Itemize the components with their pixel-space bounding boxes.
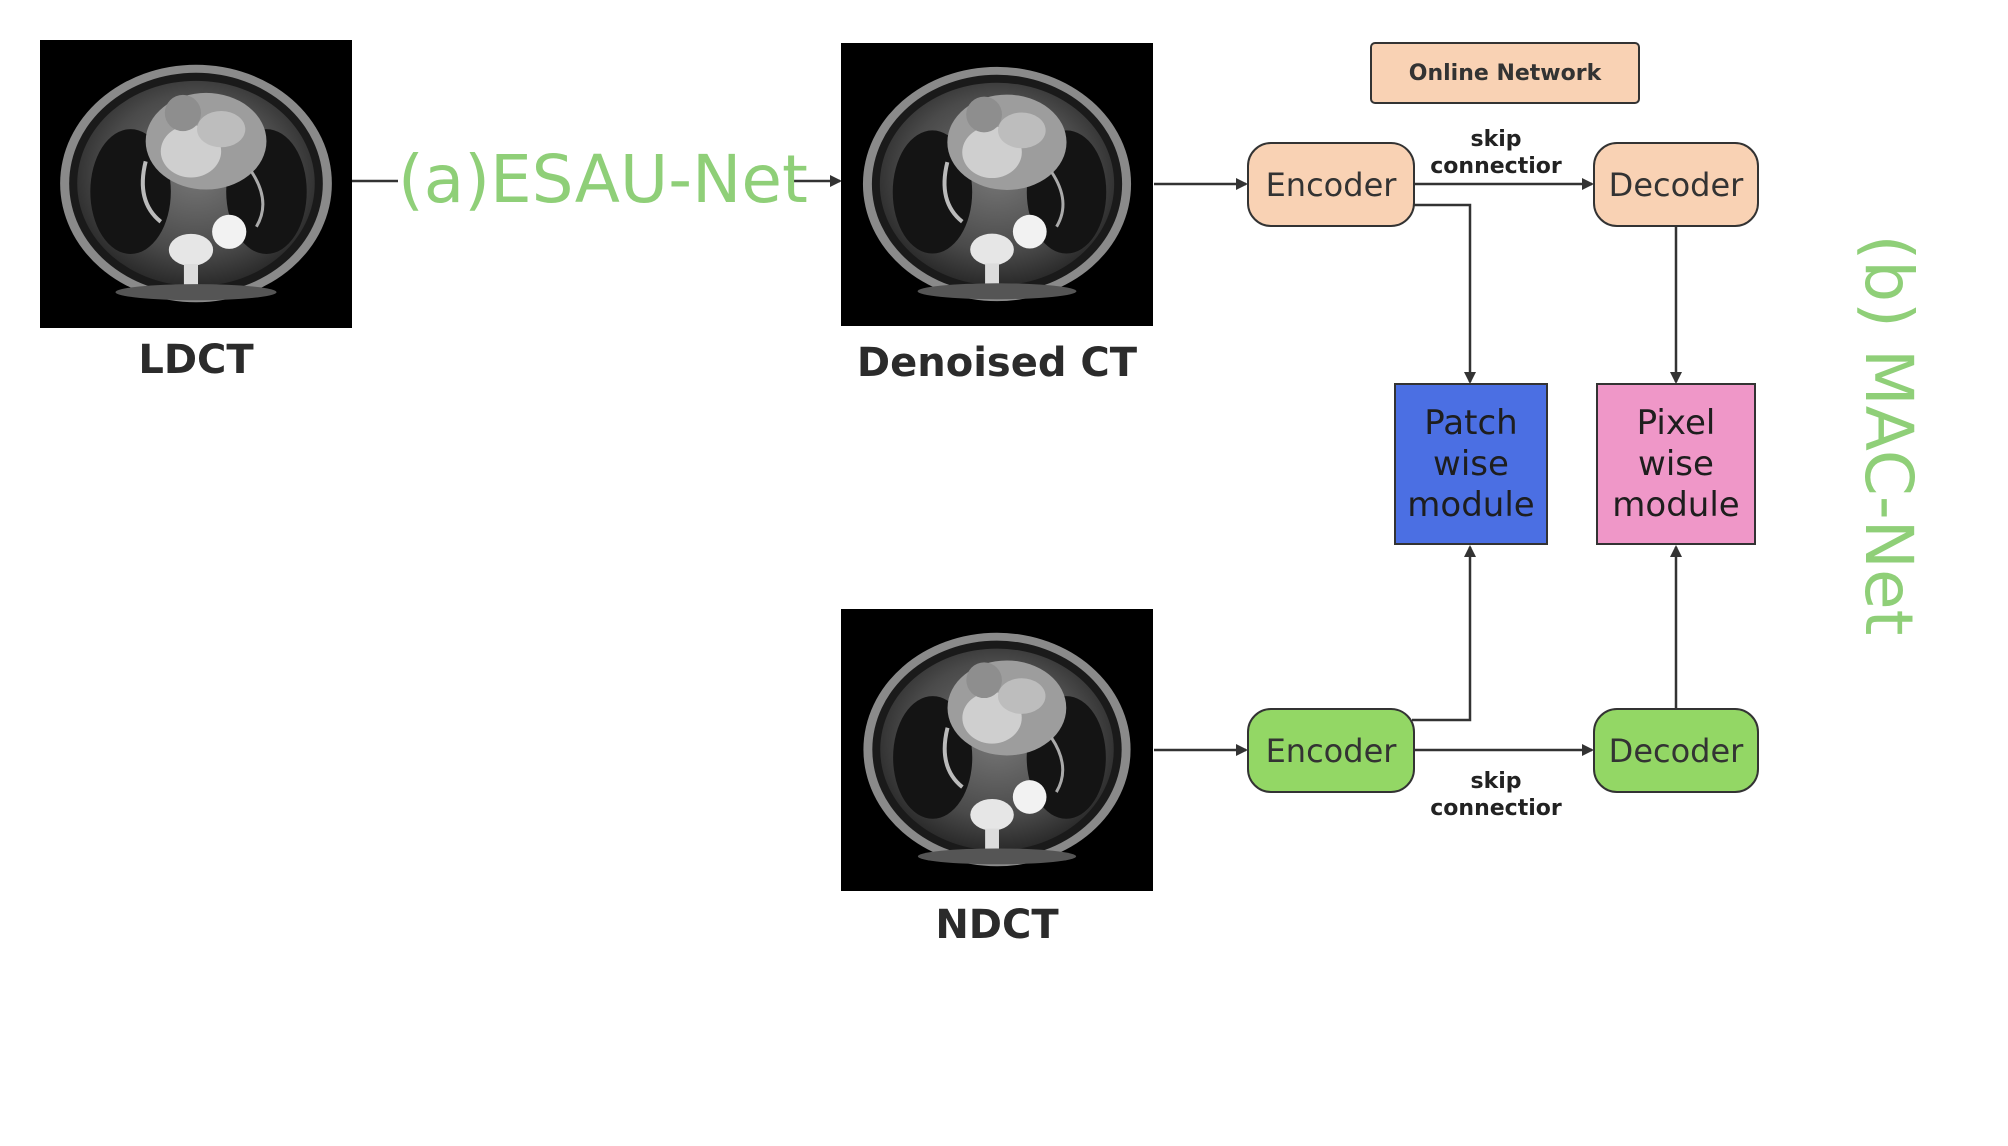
target-decoder: Decoder	[1593, 708, 1759, 793]
ldct-image	[40, 40, 352, 328]
cardiac-ct-slice-icon	[863, 632, 1131, 867]
pixel-line1: Pixel	[1636, 402, 1716, 443]
mac-net-label: (b) MAC-Net	[1850, 234, 1927, 636]
denoised-ct-image	[841, 43, 1153, 326]
pixel-line2: wise	[1638, 443, 1714, 484]
online-skip-connection-label: skip connectior	[1415, 126, 1577, 180]
online-skip-line1: skip	[1470, 127, 1522, 152]
ldct-caption: LDCT	[138, 337, 254, 383]
patch-line1: Patch	[1424, 402, 1518, 443]
target-skip-line1: skip	[1470, 769, 1522, 794]
arrow-online-encoder-to-patch	[1412, 203, 1476, 384]
cardiac-ct-slice-icon	[60, 64, 332, 303]
target-encoder: Encoder	[1247, 708, 1415, 793]
ndct-image	[841, 609, 1153, 891]
patch-wise-module: Patch wise module	[1394, 383, 1548, 545]
esau-net-label: (a)ESAU-Net	[398, 141, 808, 218]
patch-line2: wise	[1433, 443, 1509, 484]
target-skip-connection-label: skip connectior	[1415, 768, 1577, 822]
online-decoder: Decoder	[1593, 142, 1759, 227]
online-network-label: Online Network	[1370, 42, 1640, 104]
online-encoder: Encoder	[1247, 142, 1415, 227]
patch-line3: module	[1407, 484, 1535, 525]
arrow-target-encoder-to-patch	[1412, 545, 1476, 722]
ndct-caption: NDCT	[935, 902, 1059, 948]
cardiac-ct-slice-icon	[862, 66, 1132, 302]
pixel-line3: module	[1612, 484, 1740, 525]
online-skip-line2: connectior	[1430, 154, 1562, 179]
denoised-ct-caption: Denoised CT	[856, 340, 1138, 386]
pixel-wise-module: Pixel wise module	[1596, 383, 1756, 545]
target-skip-line2: connectior	[1430, 796, 1562, 821]
